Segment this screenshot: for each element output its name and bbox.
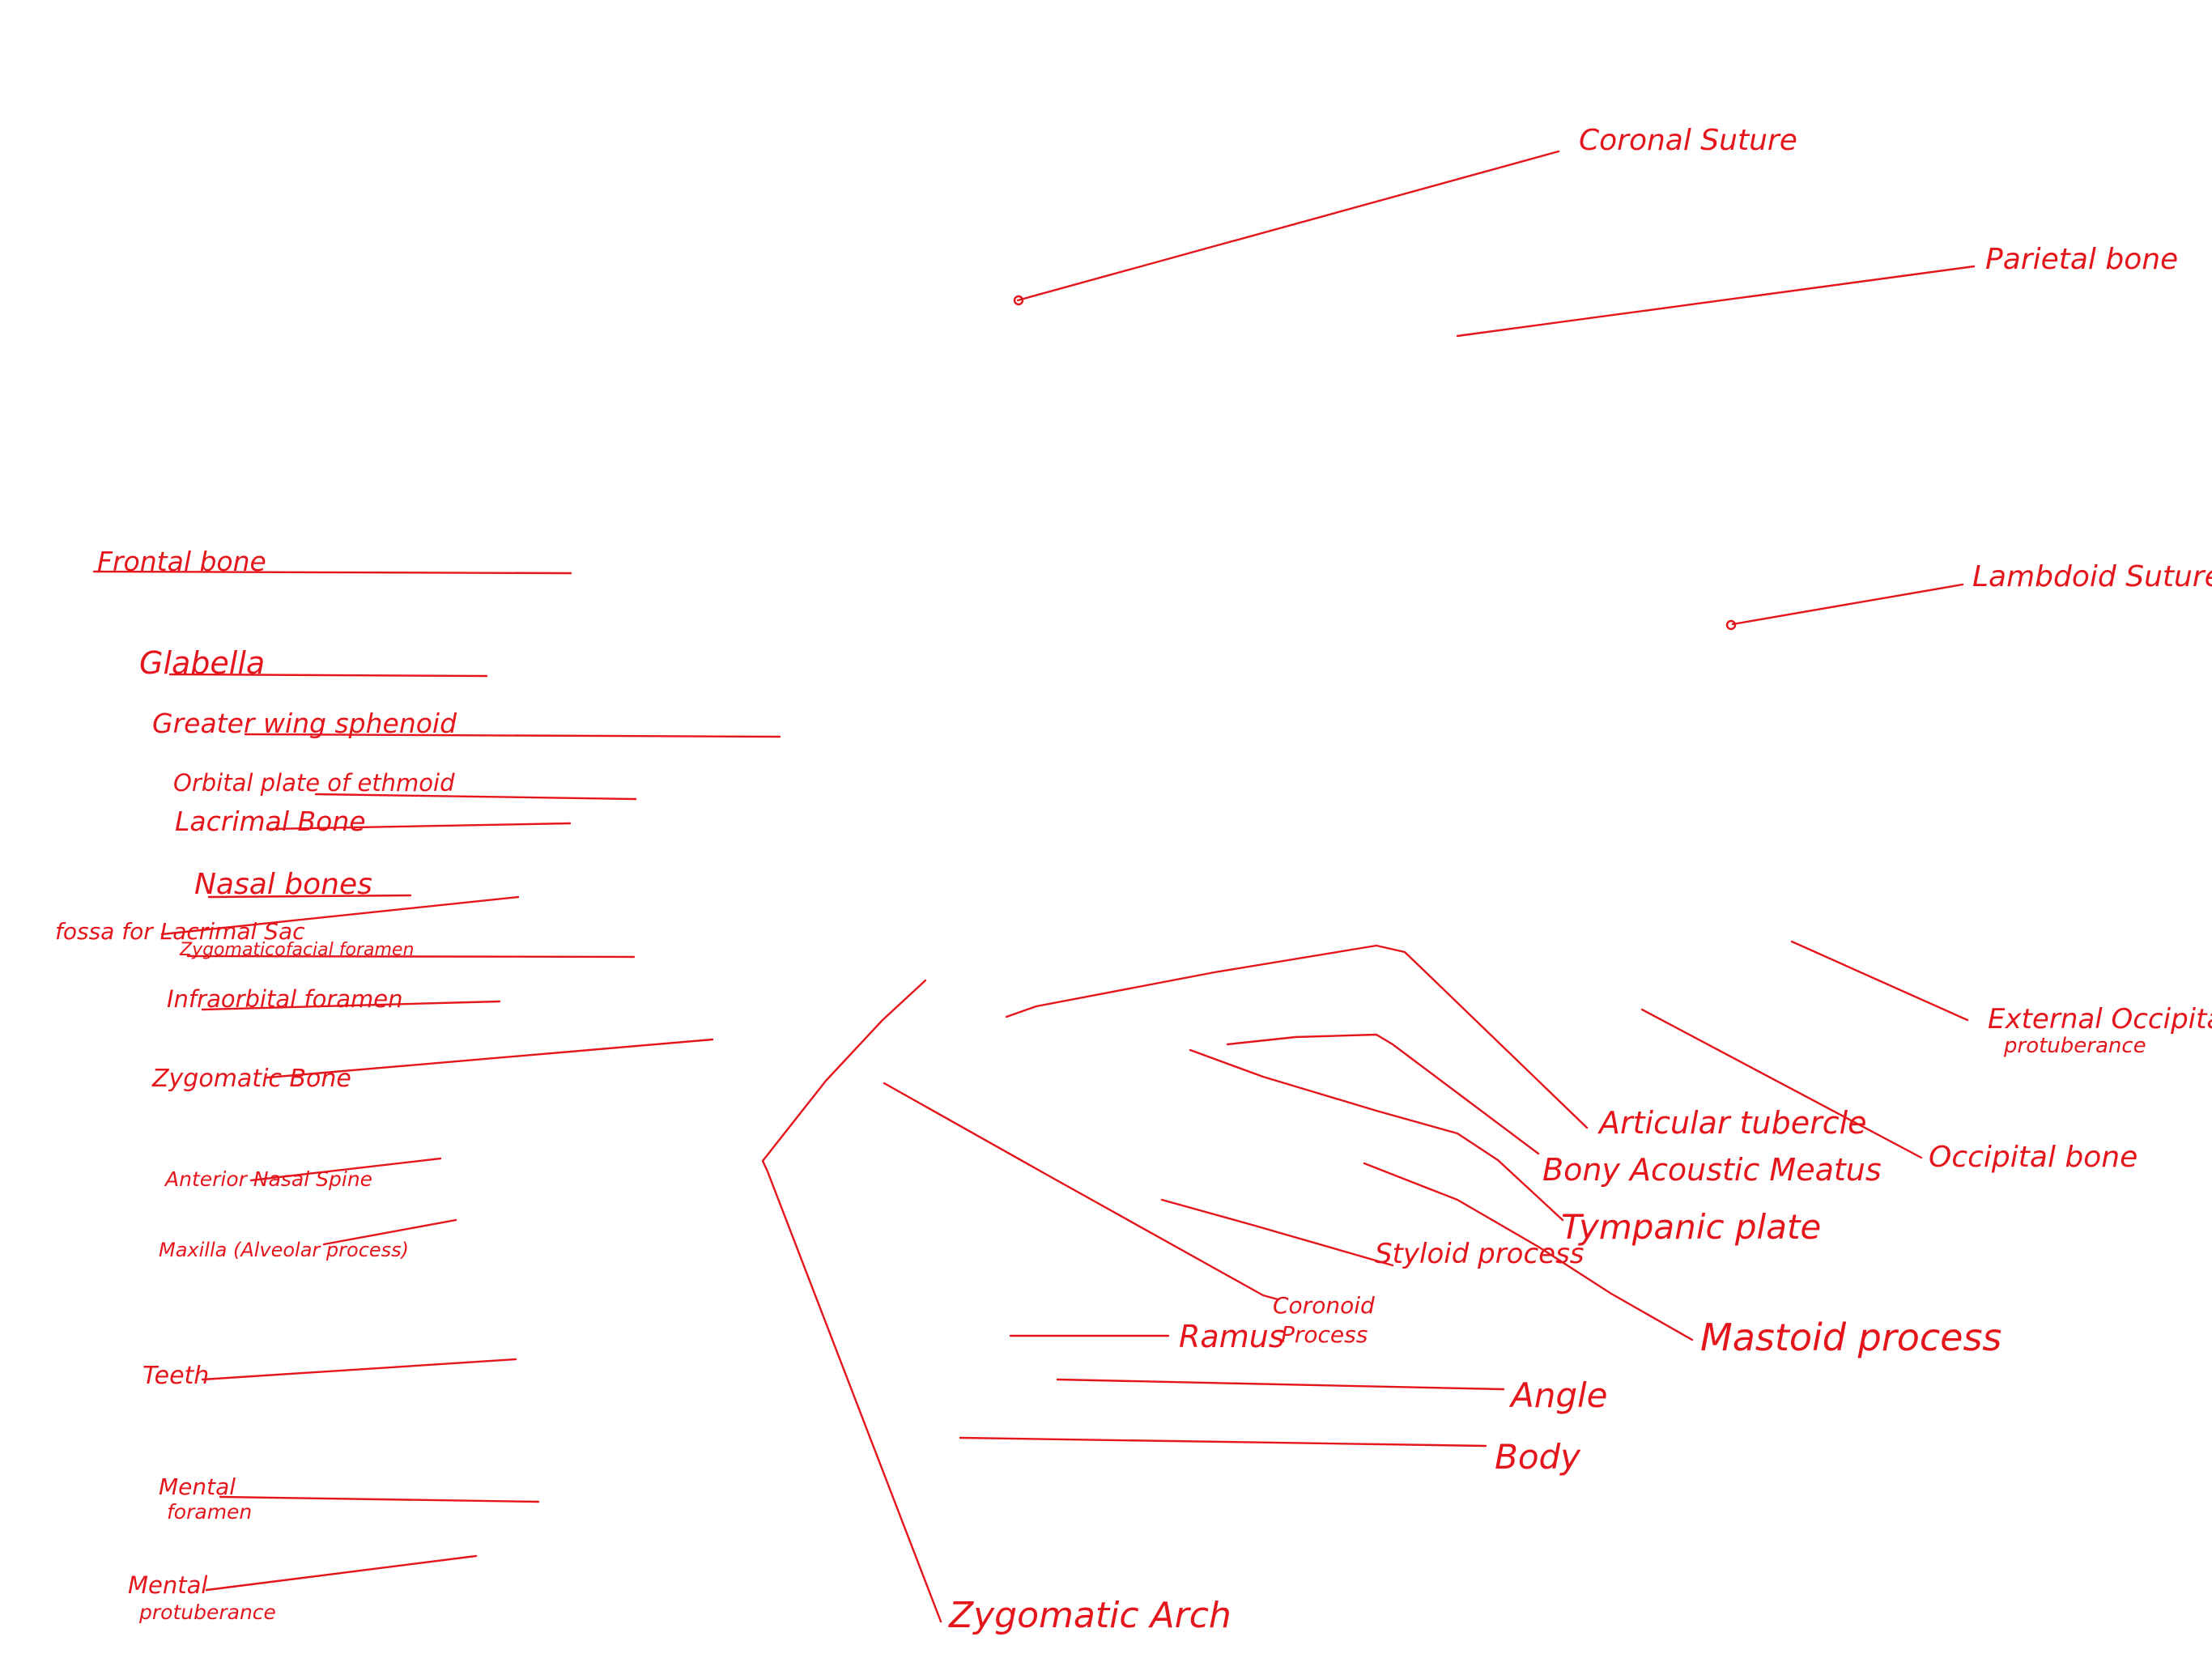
- label-frontal-bone: Frontal bone: [97, 546, 266, 577]
- label-anterior-nasal-spine: Anterior Nasal Spine: [164, 1167, 372, 1191]
- leader-infraorbital-foramen: [201, 1000, 501, 1011]
- label-greater-wing-sphenoid: Greater wing sphenoid: [152, 708, 457, 739]
- label-coronoid-process-line2: Process: [1281, 1321, 1368, 1348]
- label-zygomaticofacial-foramen: Zygomaticofacial foramen: [179, 940, 414, 960]
- label-mental-foramen-line2: foramen: [167, 1500, 252, 1524]
- label-nasal-bones: Nasal bones: [194, 868, 372, 901]
- leader-lambdoid-suture: [1731, 583, 1964, 626]
- label-fossa-lacrimal-sac: fossa for Lacrimal Sac: [55, 918, 305, 945]
- leader-orbital-plate-ethmoid: [314, 793, 637, 801]
- leader-styloid-process: [1160, 1198, 1394, 1267]
- label-coronoid-process-line1: Coronoid: [1273, 1292, 1375, 1319]
- label-mental-protuberance-line1: Mental: [128, 1571, 207, 1599]
- leader-coronoid-process: [883, 1082, 1279, 1301]
- leader-angle: [1056, 1378, 1505, 1391]
- label-tympanic-plate: Tympanic plate: [1561, 1207, 1821, 1247]
- leader-mastoid-process: [1363, 1162, 1694, 1341]
- label-mental-protuberance-line2: protuberance: [138, 1601, 276, 1624]
- leader-mental-foramen: [219, 1495, 540, 1503]
- leader-bony-acoustic-meatus: [1226, 1033, 1540, 1155]
- label-zygomatic-bone: Zygomatic Bone: [151, 1065, 351, 1093]
- label-ramus: Ramus: [1179, 1319, 1285, 1354]
- label-glabella: Glabella: [139, 645, 265, 681]
- label-parietal-bone: Parietal bone: [1985, 243, 2178, 276]
- leader-lines: [92, 150, 1976, 1623]
- leader-zygomatic-bone: [266, 1038, 714, 1079]
- label-infraorbital-foramen: Infraorbital foramen: [167, 985, 403, 1013]
- leader-zygomatic-arch: [761, 979, 942, 1623]
- leader-frontal-bone: [92, 570, 572, 575]
- label-external-occipital-line1: External Occipital: [1988, 1003, 2212, 1035]
- leader-glabella: [168, 673, 488, 678]
- label-body: Body: [1495, 1437, 1581, 1477]
- leader-coronal-suture-endpoint: [1013, 295, 1024, 306]
- leader-external-occipital-protuberance: [1790, 940, 1969, 1022]
- label-orbital-plate-ethmoid: Orbital plate of ethmoid: [173, 769, 455, 797]
- label-occipital-bone: Occipital bone: [1929, 1141, 2138, 1174]
- leader-anterior-nasal-spine: [249, 1157, 442, 1182]
- label-maxilla: Maxilla (Alveolar process): [159, 1239, 409, 1261]
- label-mastoid-process: Mastoid process: [1700, 1316, 2001, 1359]
- label-lambdoid-suture: Lambdoid Suture: [1972, 560, 2212, 593]
- label-styloid-process: Styloid process: [1375, 1238, 1585, 1270]
- leader-tympanic-plate: [1189, 1048, 1564, 1222]
- leader-fossa-lacrimal-sac: [160, 895, 520, 936]
- leader-occipital-bone: [1640, 1008, 1923, 1159]
- label-coronal-suture: Coronal Suture: [1579, 124, 1797, 157]
- label-articular-tubercle: Articular tubercle: [1597, 1105, 1867, 1141]
- leader-maxilla: [322, 1218, 457, 1246]
- labels: Coronal Suture Parietal bone Lambdoid Su…: [55, 124, 2212, 1636]
- label-bony-acoustic-meatus: Bony Acoustic Meatus: [1542, 1152, 1882, 1188]
- label-zygomatic-arch: Zygomatic Arch: [948, 1595, 1231, 1636]
- leader-nasal-bones: [207, 894, 412, 899]
- label-angle: Angle: [1508, 1375, 1608, 1415]
- leader-teeth: [201, 1358, 517, 1381]
- label-teeth: Teeth: [143, 1362, 209, 1390]
- leader-zygomaticofacial-foramen: [186, 954, 636, 959]
- leader-mental-protuberance: [205, 1554, 478, 1592]
- label-external-occipital-line2: protuberance: [2003, 1034, 2146, 1058]
- leader-greater-wing-sphenoid: [244, 733, 781, 738]
- leader-lambdoid-suture-endpoint: [1725, 619, 1737, 631]
- leader-body: [959, 1436, 1487, 1448]
- leader-parietal-bone: [1456, 265, 1976, 338]
- leader-coronal-suture: [1016, 150, 1560, 302]
- label-lacrimal-bone: Lacrimal Bone: [175, 806, 366, 837]
- leader-lacrimal-bone: [266, 822, 572, 831]
- label-mental-foramen-line1: Mental: [159, 1473, 236, 1500]
- leader-articular-tubercle: [1005, 944, 1589, 1129]
